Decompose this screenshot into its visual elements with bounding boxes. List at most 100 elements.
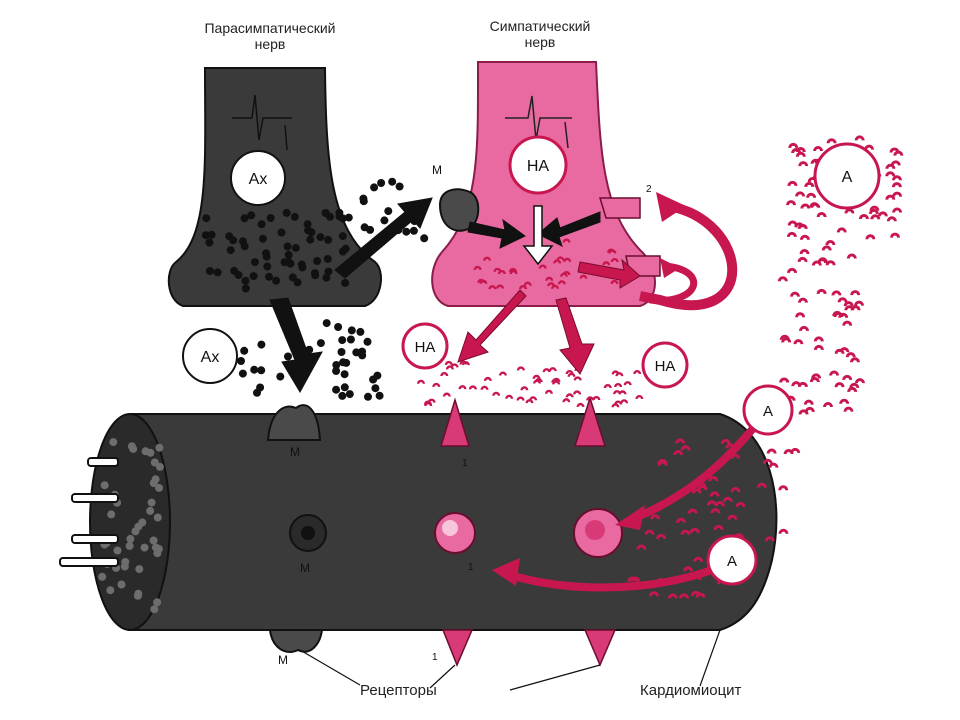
- hormone-particle: [834, 382, 845, 388]
- hormone-particle: [797, 297, 808, 303]
- hormone-particle: [586, 396, 595, 401]
- adrenaline-arrow-lower-head: [492, 558, 520, 586]
- hormone-particle: [650, 514, 661, 520]
- a-circle-label-3: A: [727, 553, 737, 570]
- vesicle-dot: [138, 518, 147, 527]
- hormone-particle: [708, 475, 719, 481]
- hormone-particle: [799, 234, 810, 240]
- vesicle-dot: [338, 214, 347, 223]
- vesicle-dot: [126, 534, 135, 543]
- vesicle-dot: [265, 272, 273, 281]
- hormone-particle: [675, 438, 686, 444]
- hormone-particle: [849, 357, 860, 363]
- hormone-particle: [806, 192, 817, 198]
- vesicle-dot: [288, 273, 297, 282]
- hormone-particle: [563, 257, 572, 262]
- vesicle-dot: [341, 244, 350, 253]
- vesicle-dot: [326, 212, 334, 221]
- hormone-particle: [798, 409, 809, 415]
- vesicle-dot: [153, 549, 162, 558]
- vesicle-dot: [284, 352, 292, 361]
- hormone-particle: [799, 249, 810, 255]
- hormone-particle: [791, 381, 802, 387]
- hormone-particle: [756, 482, 767, 488]
- hormone-particle: [727, 514, 738, 520]
- vesicle-dot: [338, 391, 347, 400]
- hormone-particle: [842, 374, 853, 380]
- hormone-particle: [618, 390, 627, 395]
- vesicle-dot: [151, 475, 160, 484]
- hormone-particle: [562, 398, 571, 403]
- hormone-particle: [834, 348, 845, 354]
- vesicle-dot: [226, 246, 235, 255]
- vesicle-dot: [120, 562, 129, 571]
- hormone-particle: [795, 312, 806, 318]
- hormone-particle: [556, 256, 565, 261]
- feedback-arc-inner-head: [660, 258, 680, 278]
- hormone-particle: [505, 394, 514, 399]
- hormone-particle: [886, 216, 897, 222]
- hormone-particle: [870, 214, 881, 220]
- adrenaline-arrow-upper-head: [615, 505, 645, 530]
- hormone-particle: [710, 508, 721, 514]
- vesicle-dot: [344, 213, 353, 222]
- hormone-particle: [890, 232, 901, 238]
- hormone-particle: [885, 171, 896, 177]
- hormone-particle: [553, 259, 562, 264]
- hormone-particle: [483, 256, 492, 261]
- hormone-particle: [795, 191, 806, 197]
- ach-circle-label-1: Ax: [249, 171, 268, 188]
- vesicle-dot: [234, 271, 243, 279]
- hormone-particle: [891, 182, 902, 188]
- na-circle-label-3: HA: [655, 358, 676, 375]
- acetylcholine-circle-released: Ax: [182, 328, 238, 384]
- vesicle-dot: [147, 498, 156, 507]
- hormone-particle: [576, 402, 585, 407]
- hormone-particle: [893, 150, 904, 156]
- vesicle-dot: [358, 351, 367, 360]
- vesicle-dot: [237, 357, 245, 365]
- vesicle-dot: [303, 220, 312, 229]
- muscarinic-receptor-middle: [289, 514, 327, 552]
- num-label-1-middle: 1: [468, 562, 474, 573]
- hormone-particle: [565, 370, 574, 375]
- hormone-particle: [538, 264, 547, 269]
- hormone-particle: [838, 312, 849, 318]
- vesicle-dot: [249, 272, 258, 281]
- beta-receptor-pits: [434, 508, 623, 558]
- hormone-particle: [480, 385, 489, 390]
- hormone-particle: [735, 501, 746, 507]
- ach-circle-label-2: Ax: [201, 349, 220, 366]
- vesicle-dot: [277, 228, 286, 237]
- vesicle-dot: [131, 527, 140, 536]
- m-label-middle: M: [300, 561, 310, 575]
- vesicle-dot: [134, 589, 143, 598]
- hormone-particle: [424, 401, 433, 406]
- hormone-particle: [630, 576, 641, 582]
- hormone-particle: [890, 160, 901, 166]
- vesicle-dot: [340, 370, 349, 379]
- hormone-particle: [768, 462, 779, 468]
- vesicle-dot: [149, 536, 158, 545]
- muscarinic-receptor-presynaptic: [438, 188, 480, 232]
- hormone-particle: [689, 527, 700, 533]
- sympathetic-nerve-title-text: Симпатический нерв: [489, 18, 591, 50]
- hormone-particle: [781, 337, 792, 343]
- hormone-particle: [858, 213, 869, 219]
- acetylcholine-vesicles: [201, 177, 429, 401]
- vesicle-dot: [384, 207, 393, 216]
- hormone-particle: [440, 371, 449, 376]
- vesicle-dot: [291, 243, 300, 252]
- vesicle-dot: [155, 483, 163, 492]
- hormone-particle: [889, 147, 900, 153]
- hormone-particle: [762, 458, 773, 464]
- hormone-particle: [823, 401, 834, 407]
- vesicle-dot: [238, 369, 247, 378]
- hormone-particle: [837, 297, 848, 303]
- vesicle-dot: [276, 372, 285, 381]
- hormone-particle: [516, 366, 525, 371]
- vesicle-dot: [240, 346, 249, 355]
- vesicle-dot: [380, 216, 389, 225]
- vesicle-dot: [284, 250, 293, 259]
